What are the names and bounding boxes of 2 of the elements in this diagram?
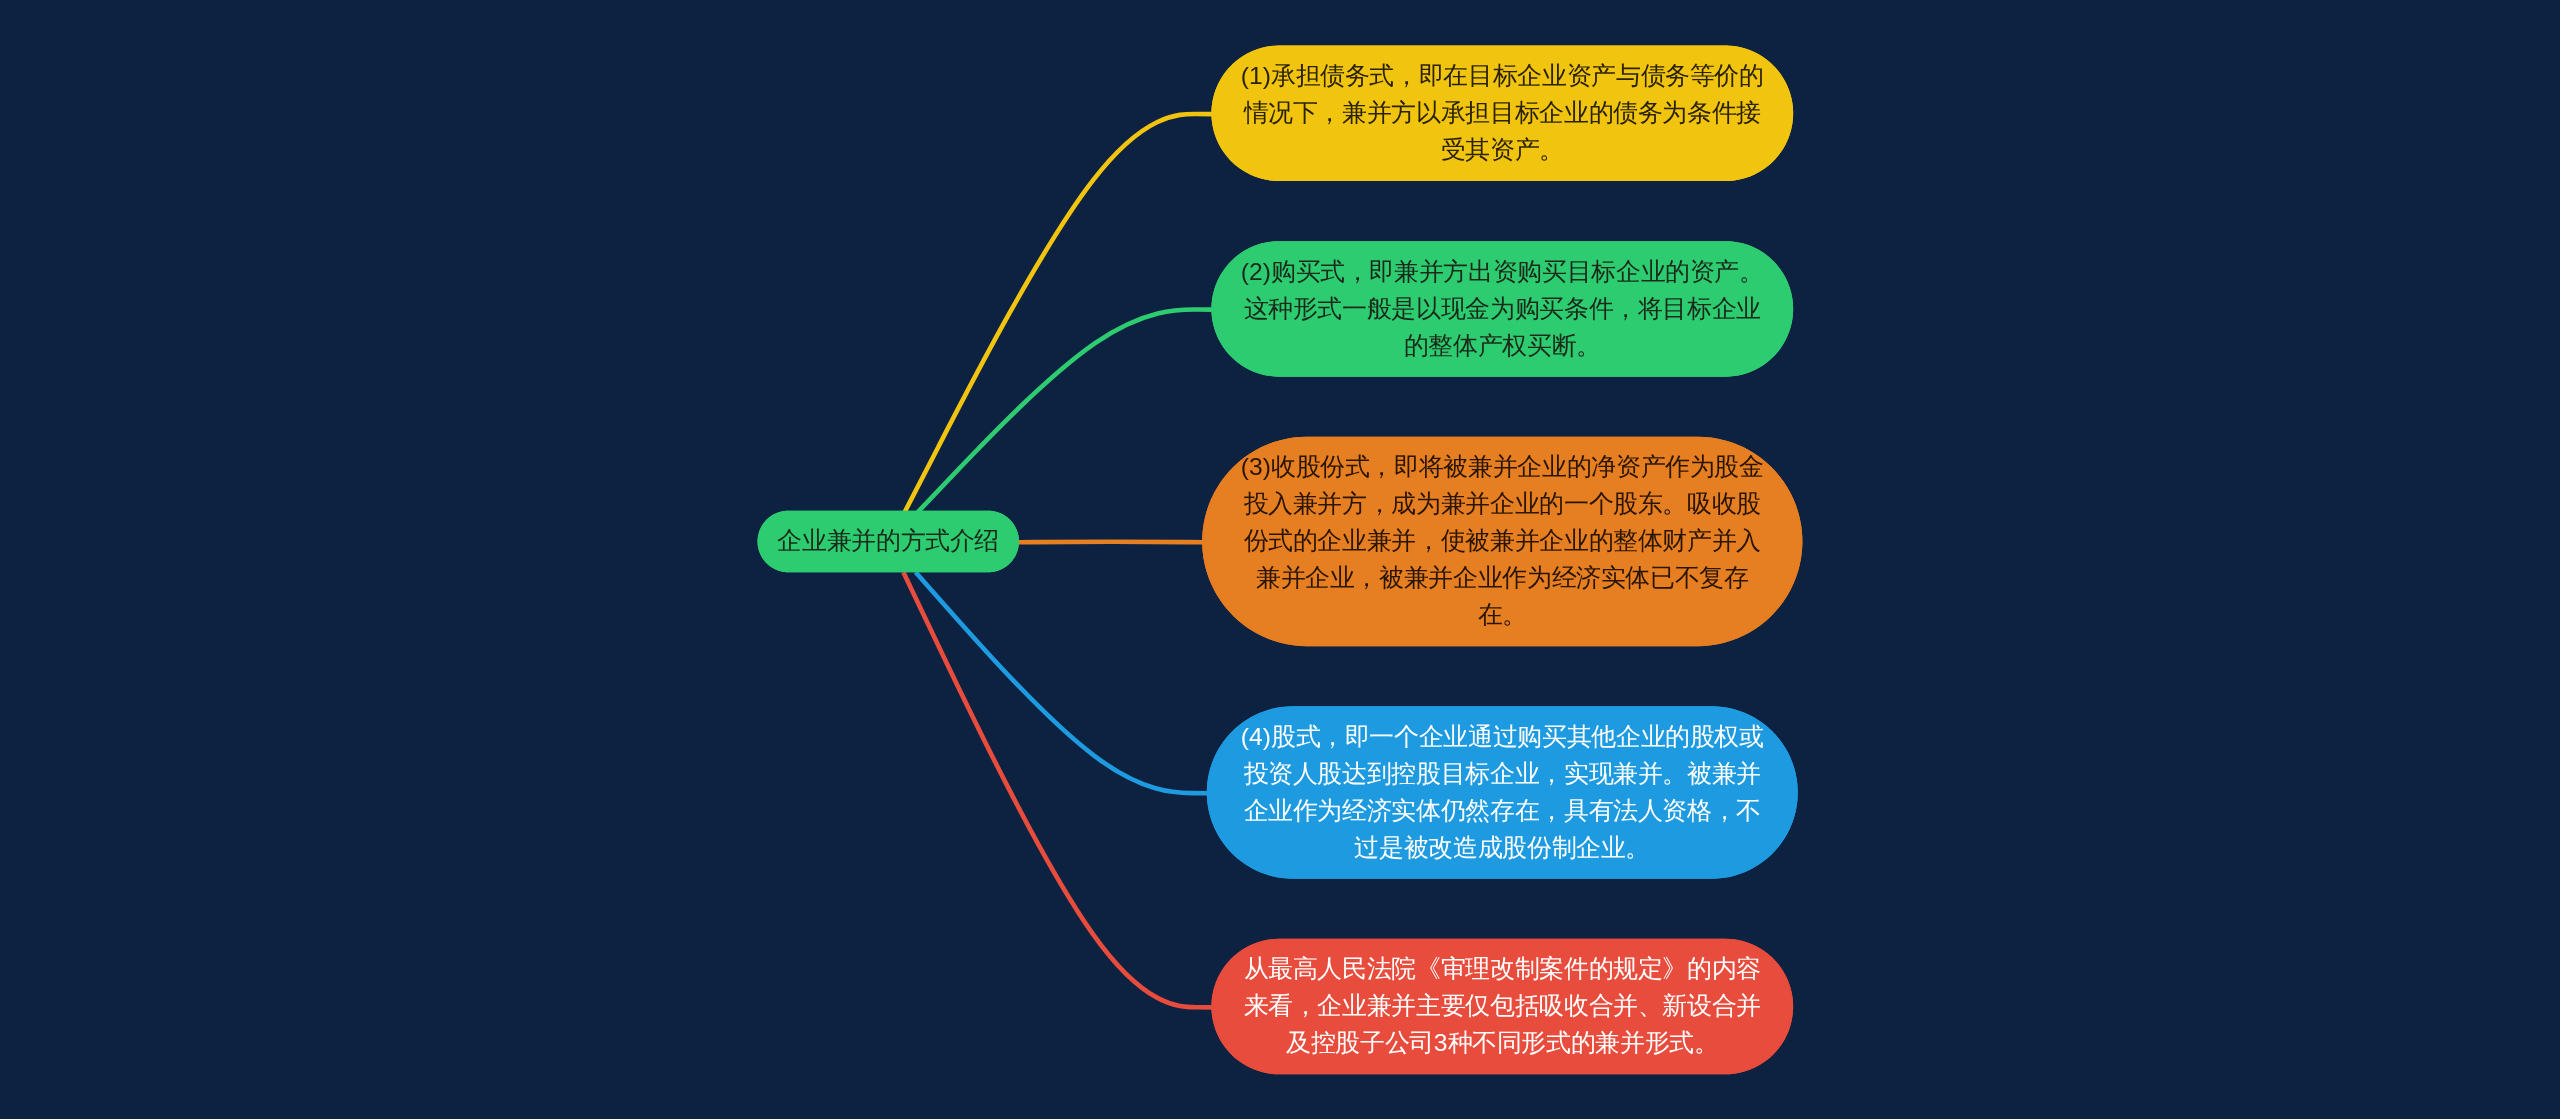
connector [1018, 538, 1204, 545]
connector [913, 570, 1209, 796]
